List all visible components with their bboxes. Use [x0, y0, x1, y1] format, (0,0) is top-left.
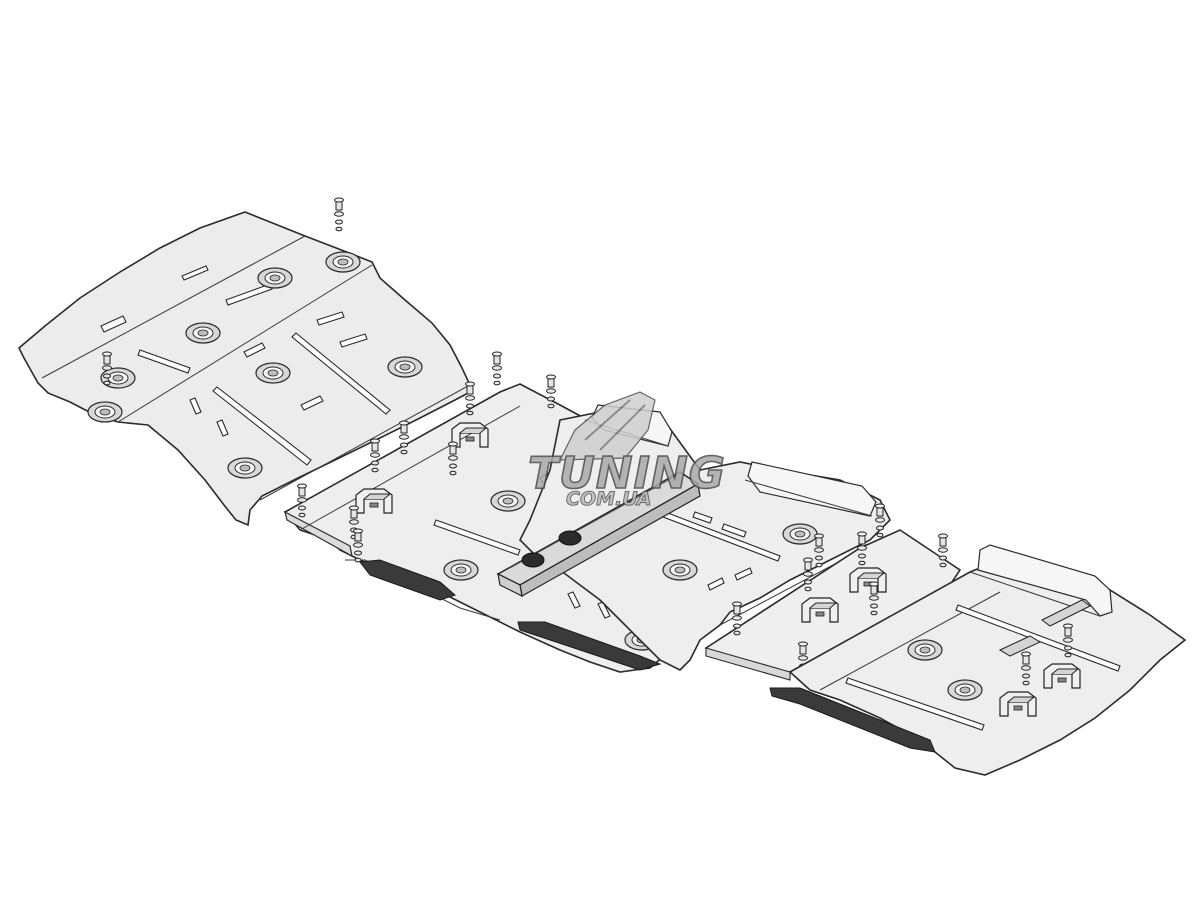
rear-skid-plate: [769, 544, 1187, 776]
tuning-logo-watermark: TUNING COM.UA: [527, 391, 726, 511]
watermark-sub-text: COM.UA: [566, 488, 652, 510]
crossmember-channel: [496, 471, 701, 598]
logo-ribbon-shape: [559, 391, 656, 461]
front-skid-plate: [18, 197, 471, 527]
watermark-main-text: TUNING: [528, 448, 726, 499]
